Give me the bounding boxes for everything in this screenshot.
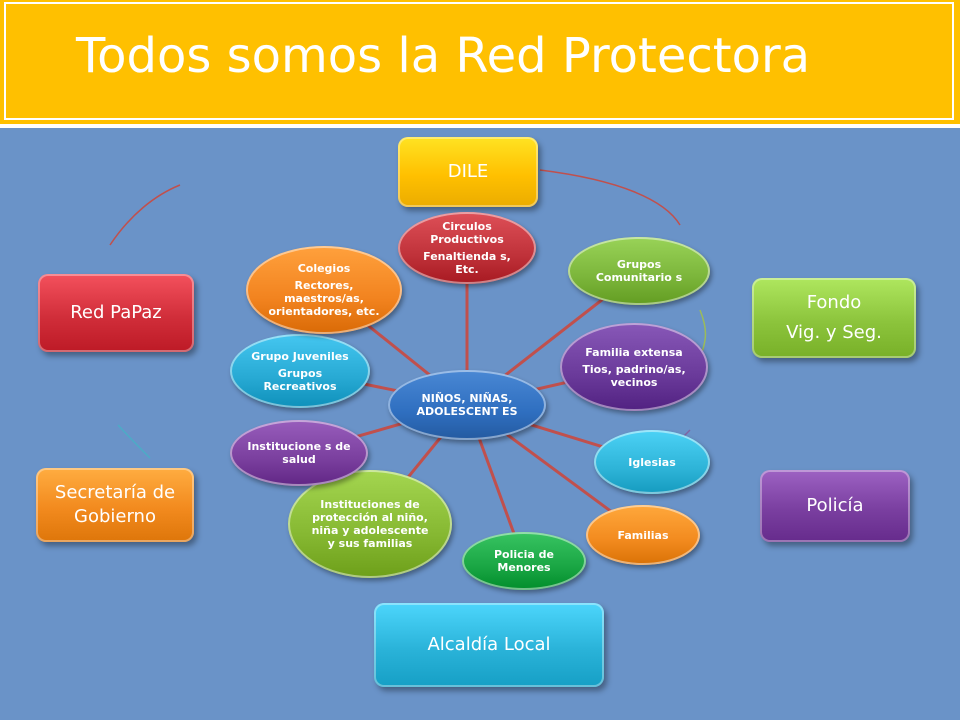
box-fondo: Fondo Vig. y Seg.	[752, 278, 916, 358]
node-familia-extensa: Familia extensa Tios, padrino/as, vecino…	[560, 323, 708, 411]
box-policia-label: Policía	[806, 495, 864, 516]
node-grupos-juveniles-line1: Grupo Juveniles	[251, 349, 349, 363]
box-alcaldia-label: Alcaldía Local	[427, 634, 551, 655]
box-policia: Policía	[760, 470, 910, 542]
node-instituciones-salud-line1: Institucione s de salud	[247, 440, 351, 466]
page-title: Todos somos la Red Protectora	[76, 28, 811, 84]
box-red-papaz: Red PaPaz	[38, 274, 194, 352]
box-secretaria: Secretaría de Gobierno	[36, 468, 194, 542]
arc-secretaria-red	[117, 424, 151, 459]
node-iglesias: Iglesias	[594, 430, 710, 494]
node-colegios-line1: Colegios	[297, 262, 351, 275]
box-secretaria-label: Secretaría de Gobierno	[54, 482, 176, 527]
title-banner: Todos somos la Red Protectora	[0, 0, 960, 128]
node-familia-extensa-line1: Familia extensa	[585, 345, 683, 359]
node-iglesias-line1: Iglesias	[628, 455, 676, 469]
node-policia-menores-line1: Policia de Menores	[493, 548, 555, 574]
node-familias-line1: Familias	[617, 528, 669, 542]
node-circulos-line2: Fenaltienda s, Etc.	[423, 250, 511, 276]
node-colegios: Colegios Rectores, maestros/as, orientad…	[246, 246, 402, 334]
node-familias: Familias	[586, 505, 700, 565]
node-policia-de-menores: Policia de Menores	[462, 532, 586, 590]
node-grupos-juveniles-line2: Grupos Recreativos	[263, 366, 337, 393]
node-instituciones-proteccion-line1: Instituciones de protección al niño, niñ…	[311, 498, 429, 550]
node-familia-extensa-line2: Tios, padrino/as, vecinos	[582, 362, 686, 389]
node-grupos-comunitarios-line1: Grupos Comunitario s	[595, 258, 683, 284]
node-circulos-line1: Circulos Productivos	[430, 220, 504, 246]
box-alcaldia: Alcaldía Local	[374, 603, 604, 687]
node-colegios-line2: Rectores, maestros/as, orientadores, etc…	[268, 279, 380, 318]
title-banner-frame	[4, 2, 954, 120]
box-red-papaz-label: Red PaPaz	[70, 302, 162, 323]
node-center-ninos: NIÑOS, NIÑAS, ADOLESCENT ES	[388, 370, 546, 440]
node-circulos-productivos: Circulos Productivos Fenaltienda s, Etc.	[398, 212, 536, 284]
node-grupos-juveniles: Grupo Juveniles Grupos Recreativos	[230, 334, 370, 408]
node-grupos-comunitarios: Grupos Comunitario s	[568, 237, 710, 305]
box-dile-label: DILE	[447, 161, 489, 182]
node-instituciones-proteccion: Instituciones de protección al niño, niñ…	[288, 470, 452, 578]
box-dile: DILE	[398, 137, 538, 207]
node-instituciones-salud: Institucione s de salud	[230, 420, 368, 486]
box-fondo-label-1: Fondo	[806, 292, 862, 313]
arc-dile-fondo	[539, 169, 681, 226]
arc-fondo-policia	[699, 309, 707, 353]
box-fondo-label-2: Vig. y Seg.	[786, 322, 882, 343]
node-center-label: NIÑOS, NIÑAS, ADOLESCENT ES	[416, 392, 518, 418]
arc-red-dile	[109, 184, 181, 246]
